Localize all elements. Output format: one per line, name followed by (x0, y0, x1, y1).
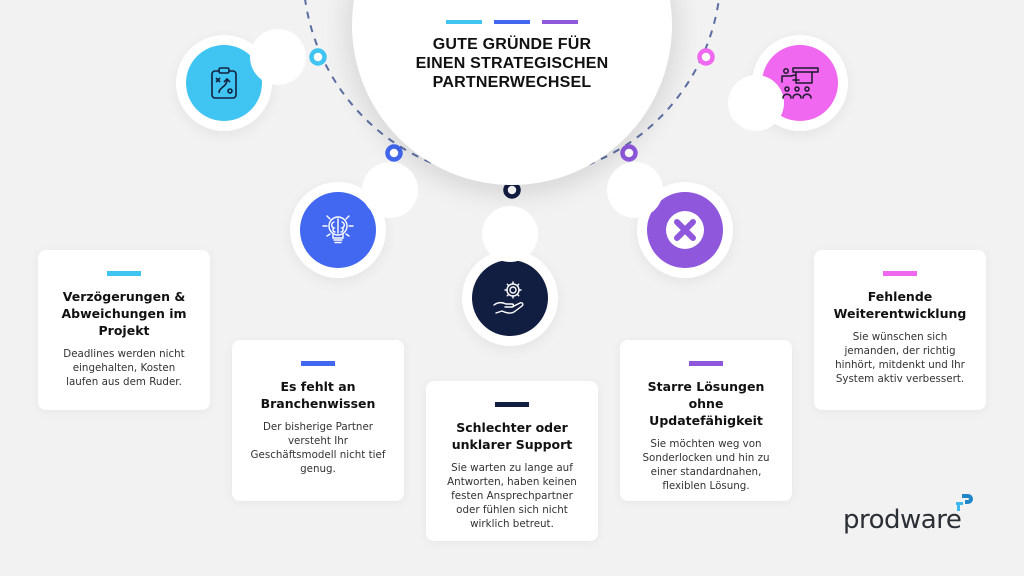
badge-development (728, 35, 848, 131)
card-description: Deadlines werden nicht eingehalten, Kost… (63, 348, 185, 388)
badge-strategy (176, 29, 306, 131)
arc-node-navy (503, 181, 521, 199)
prodware-logo: prodware (843, 494, 973, 540)
card-description: Sie möchten weg von Sonderlocken und hin… (642, 438, 770, 492)
card-industry-knowledge: Es fehlt an Branchenwissen Der bisherige… (232, 340, 404, 501)
card-description: Sie warten zu lange auf Antworten, haben… (447, 462, 577, 530)
card-accent-bar (495, 402, 529, 407)
hero-accent-bars (352, 20, 672, 24)
presentation-audience-icon (781, 67, 819, 99)
card-title: Starre Lösungen ohne Updatefähigkeit (647, 379, 765, 428)
hero-bar-purple (542, 20, 578, 24)
card-title: Es fehlt an Branchenwissen (260, 379, 376, 411)
card-support: Schlechter oder unklarer Support Sie war… (426, 381, 598, 541)
badge-rigid (607, 162, 733, 278)
hero-bar-blue (494, 20, 530, 24)
arc-node-purple (620, 144, 638, 162)
close-x-icon (666, 211, 704, 249)
page-title: GUTE GRÜNDE FÜR EINEN STRATEGISCHEN PART… (415, 36, 609, 91)
arc-node-magenta (697, 48, 715, 66)
card-further-development: Fehlende Weiterentwicklung Sie wünschen … (814, 250, 986, 410)
card-accent-bar (301, 361, 335, 366)
lightbulb-brain-icon (322, 215, 354, 244)
card-title: Schlechter oder unklarer Support (451, 420, 573, 452)
prodware-mark-icon (956, 494, 973, 511)
card-accent-bar (689, 361, 723, 366)
card-delays: Verzögerungen & Abweichungen im Projekt … (38, 250, 210, 410)
arc-node-cyan (309, 48, 327, 66)
strategy-clipboard-icon (211, 67, 237, 99)
card-description: Sie wünschen sich jemanden, der richtig … (835, 331, 965, 385)
card-title: Fehlende Weiterentwicklung (833, 289, 967, 321)
card-description: Der bisherige Partner versteht Ihr Gesch… (250, 421, 386, 475)
badge-industry (290, 162, 418, 278)
badge-support (462, 206, 558, 346)
hero-bar-cyan (446, 20, 482, 24)
gear-hand-icon (493, 281, 524, 314)
logo-wordmark: prodware (843, 505, 962, 535)
card-accent-bar (107, 271, 141, 276)
arc-node-blue (385, 144, 403, 162)
card-title: Verzögerungen & Abweichungen im Projekt (61, 289, 187, 338)
card-rigid-solutions: Starre Lösungen ohne Updatefähigkeit Sie… (620, 340, 792, 501)
card-accent-bar (883, 271, 917, 276)
